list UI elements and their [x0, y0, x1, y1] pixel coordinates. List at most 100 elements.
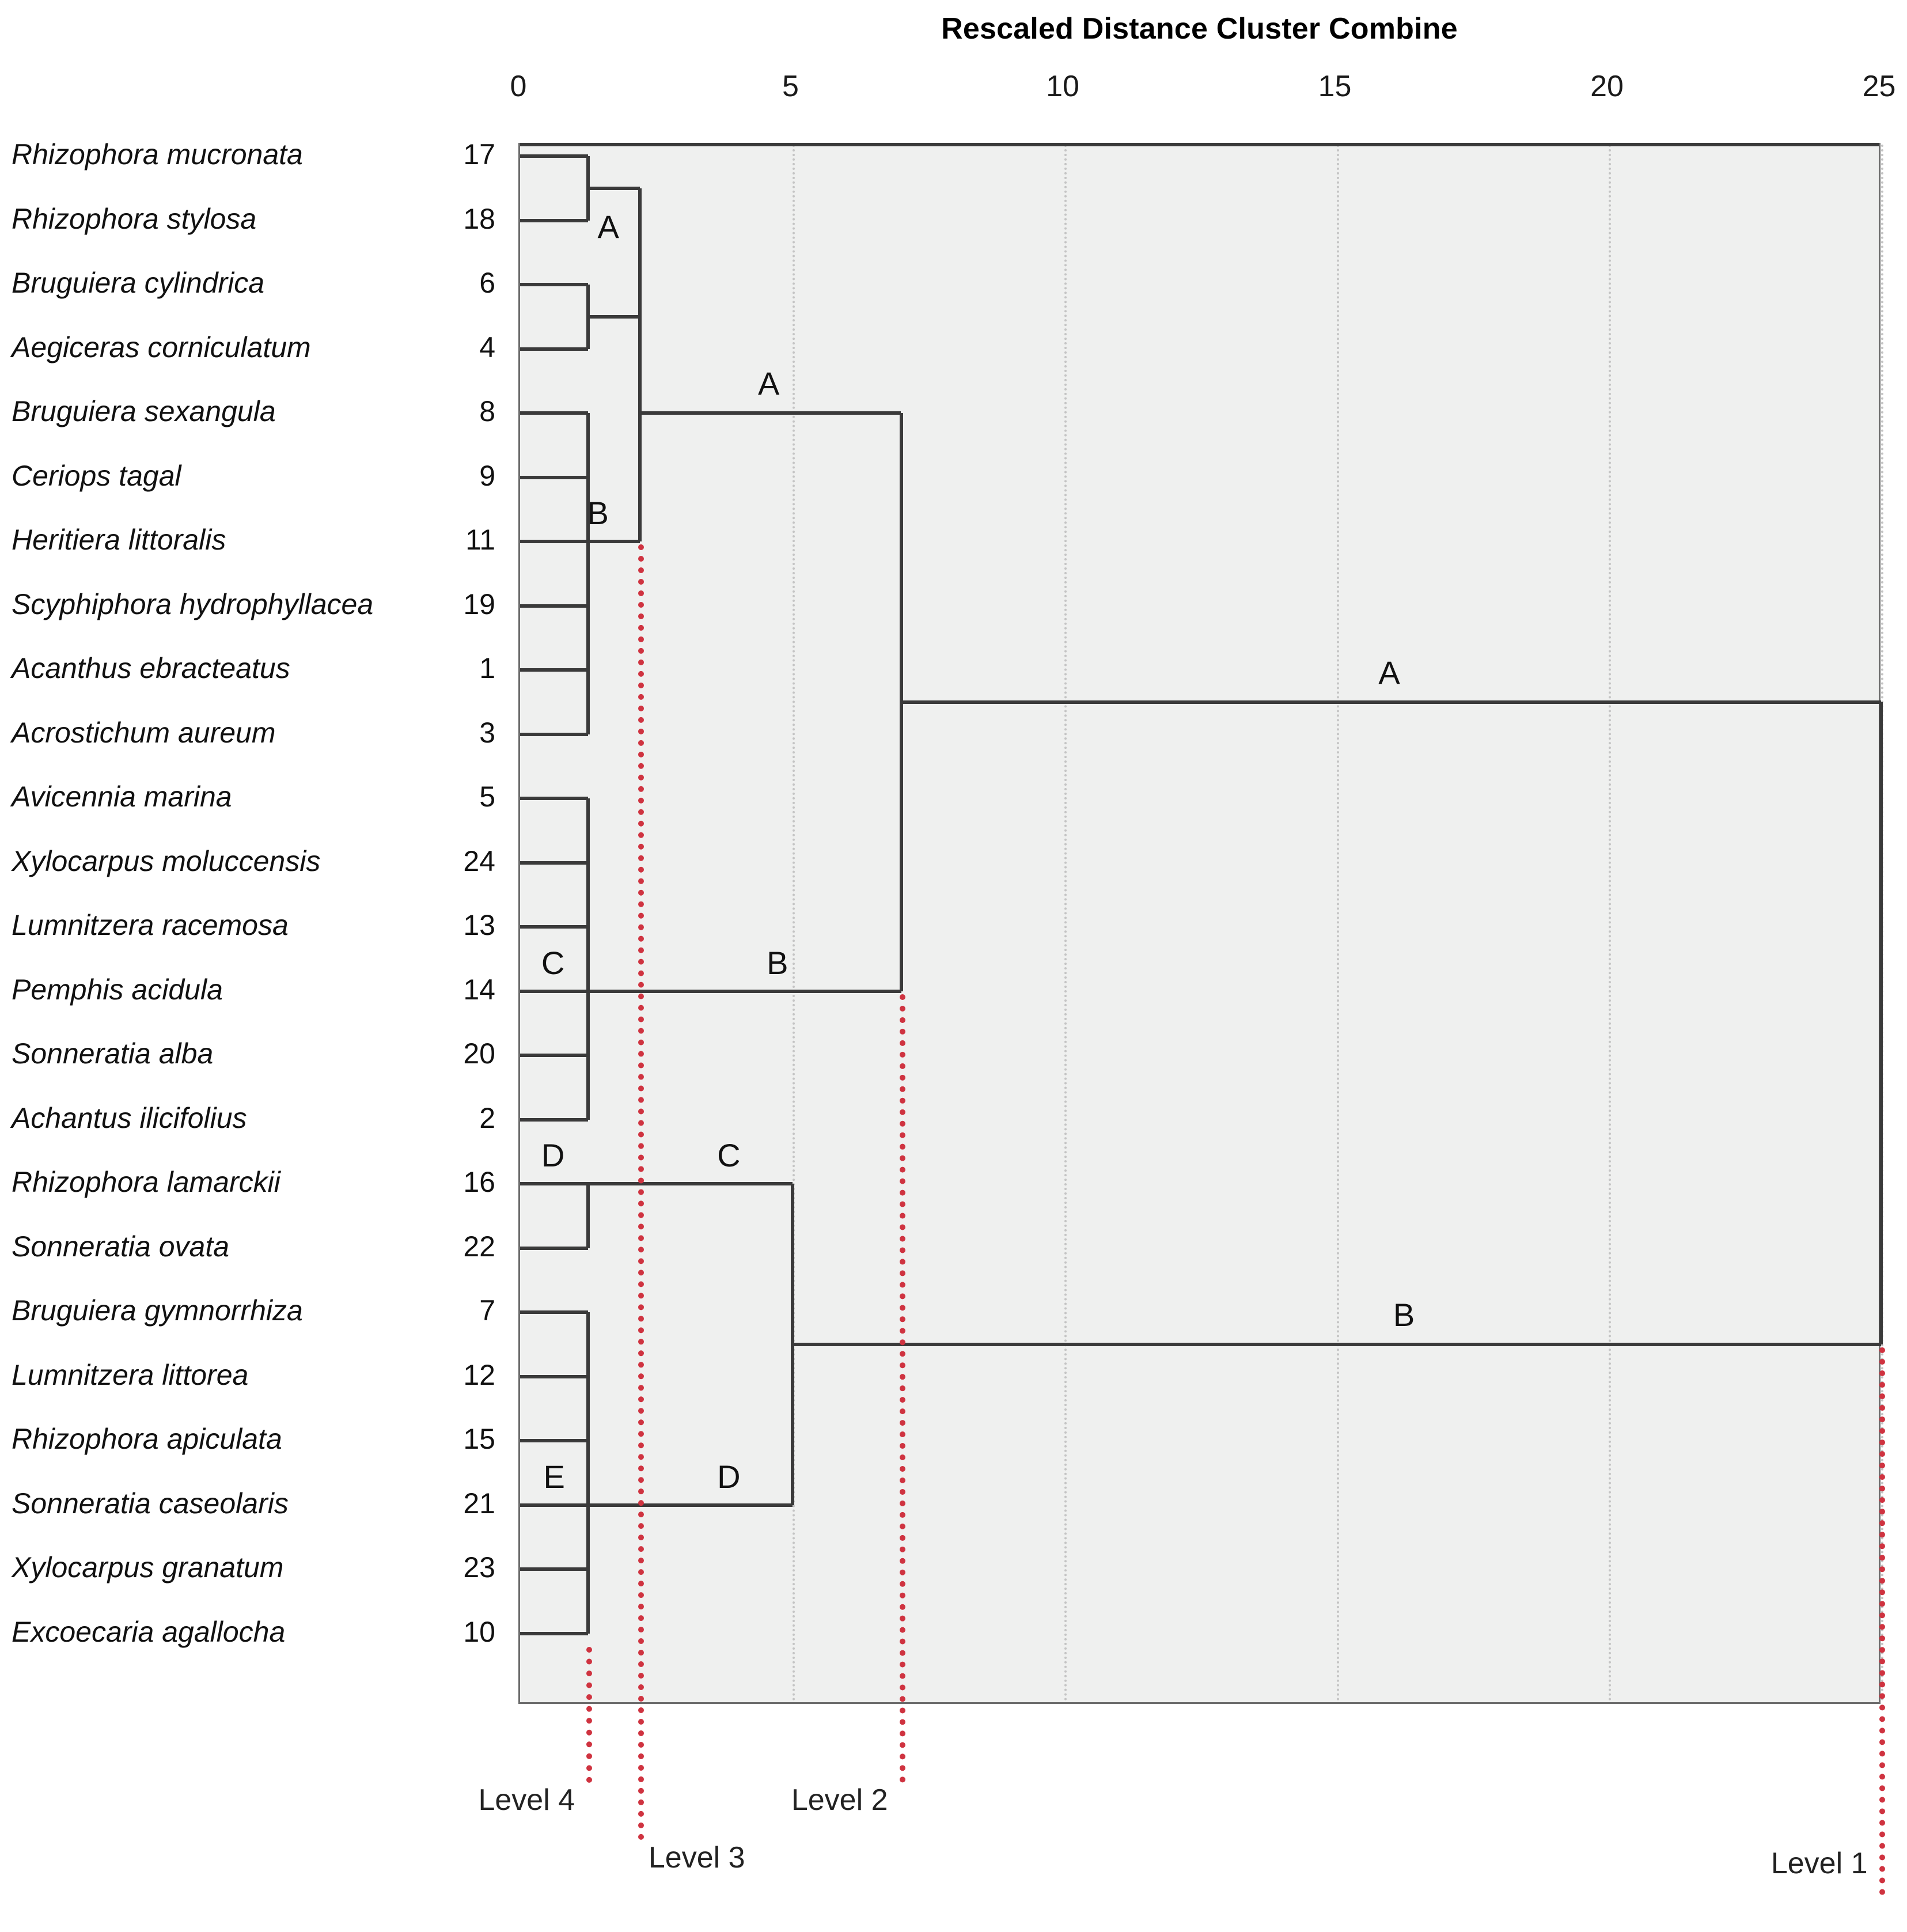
cut-line-label: Level 3 [648, 1841, 745, 1874]
leaf-label: Acrostichum aureum [12, 716, 276, 749]
leaf-label: Bruguiera sexangula [12, 395, 276, 427]
dendrogram-link-vertical [638, 252, 642, 413]
gridline-20 [1609, 145, 1611, 1702]
plot-top-rule [520, 143, 1879, 146]
dendrogram-link-horizontal [588, 315, 640, 319]
dendrogram-link-horizontal [588, 1182, 793, 1185]
dendrogram-link-horizontal [901, 700, 1881, 704]
gridline-15 [1336, 145, 1339, 1702]
dendrogram-link-horizontal [520, 411, 589, 415]
leaf-label: Rhizophora apiculata [12, 1423, 282, 1455]
leaf-label: Bruguiera cylindrica [12, 267, 265, 299]
dendrogram-link-horizontal [588, 186, 640, 190]
dendrogram-link-horizontal [520, 475, 589, 479]
leaf-number: 14 [463, 973, 495, 1006]
cluster-node-label: B [1393, 1296, 1415, 1333]
leaf-number: 8 [479, 395, 495, 427]
leaf-number: 16 [463, 1166, 495, 1198]
leaf-number: 19 [463, 588, 495, 620]
cluster-node-label: C [717, 1137, 741, 1173]
dendrogram-link-horizontal [520, 1246, 589, 1250]
cluster-node-label: A [597, 209, 619, 245]
leaf-number: 1 [479, 652, 495, 684]
leaf-label: Xylocarpus moluccensis [12, 844, 321, 877]
leaf-number: 12 [463, 1358, 495, 1391]
leaf-label: Aegiceras corniculatum [12, 331, 311, 363]
cut-line-level-1 [1879, 1347, 1885, 1895]
dendrogram-link-horizontal [520, 283, 589, 286]
dendrogram-link-vertical [586, 798, 590, 1120]
leaf-number: 22 [463, 1230, 495, 1263]
dendrogram-link-horizontal [520, 604, 589, 608]
dendrogram-link-horizontal [588, 989, 901, 993]
dendrogram-link-horizontal [520, 540, 589, 543]
x-axis-tick-5: 5 [782, 70, 799, 103]
leaf-label: Rhizophora mucronata [12, 138, 303, 171]
cluster-node-label: C [541, 944, 565, 981]
leaf-number: 23 [463, 1551, 495, 1584]
leaf-number: 3 [479, 716, 495, 749]
leaf-number: 20 [463, 1037, 495, 1070]
dendrogram-link-horizontal [520, 1567, 589, 1571]
leaf-number: 11 [465, 524, 495, 556]
x-axis-tick-25: 25 [1862, 70, 1896, 103]
dendrogram-link-horizontal [520, 1117, 589, 1122]
cluster-node-label: B [767, 944, 788, 981]
leaf-label: Heritiera littoralis [12, 524, 226, 556]
leaf-number: 21 [463, 1487, 495, 1520]
dendrogram-link-horizontal [520, 732, 589, 736]
cluster-node-label: A [1378, 654, 1400, 691]
dendrogram-link-horizontal [520, 925, 589, 929]
dendrogram-link-horizontal [520, 1439, 589, 1442]
dendrogram-link-horizontal [588, 1503, 793, 1507]
leaf-label: Xylocarpus granatum [12, 1551, 284, 1584]
x-axis-tick-15: 15 [1318, 70, 1352, 103]
leaf-label: Ceriops tagal [12, 459, 181, 492]
leaf-number: 15 [463, 1423, 495, 1455]
cluster-node-label: E [543, 1458, 565, 1495]
dendrogram-link-horizontal [520, 797, 589, 800]
leaf-number: 4 [479, 331, 495, 363]
cluster-node-label: A [758, 365, 780, 401]
dendrogram-root-link [1879, 702, 1883, 1344]
gridline-10 [1064, 145, 1067, 1702]
leaf-number: 6 [479, 267, 495, 299]
cut-line-level-3 [638, 544, 644, 1840]
leaf-number: 17 [463, 138, 495, 171]
cut-line-level-2 [899, 994, 905, 1783]
x-axis-tick-20: 20 [1590, 70, 1624, 103]
leaf-number: 10 [463, 1615, 495, 1648]
leaf-label: Excoecaria agallocha [12, 1615, 286, 1648]
leaf-number: 5 [479, 781, 495, 813]
leaf-label: Rhizophora lamarckii [12, 1166, 280, 1198]
cluster-node-label: D [717, 1458, 741, 1495]
leaf-label: Achantus ilicifolius [12, 1101, 247, 1134]
dendrogram-link-horizontal [588, 540, 640, 543]
leaf-label: Lumnitzera racemosa [12, 909, 289, 941]
plot-area [518, 143, 1883, 1704]
dendrogram-link-horizontal [520, 861, 589, 865]
dendrogram-link-horizontal [520, 1054, 589, 1057]
dendrogram-link-vertical [586, 1184, 590, 1248]
leaf-label: Bruguiera gymnorrhiza [12, 1294, 303, 1327]
leaf-label: Sonneratia caseolaris [12, 1487, 289, 1520]
cut-line-label: Level 1 [1770, 1847, 1868, 1880]
leaf-label: Acanthus ebracteatus [12, 652, 290, 684]
leaf-label: Sonneratia ovata [12, 1230, 230, 1263]
leaf-number: 2 [479, 1101, 495, 1134]
dendrogram-link-horizontal [520, 347, 589, 351]
dendrogram-link-horizontal [792, 1342, 1881, 1346]
x-axis-tick-0: 0 [510, 70, 527, 103]
dendrogram-link-horizontal [520, 1310, 589, 1314]
dendrogram-link-horizontal [520, 1374, 589, 1378]
leaf-number: 13 [463, 909, 495, 941]
dendrogram-link-horizontal [520, 154, 589, 158]
leaf-number: 24 [463, 844, 495, 877]
dendrogram-link-vertical [586, 1312, 590, 1634]
leaf-number: 7 [479, 1294, 495, 1327]
cut-line-label: Level 4 [478, 1783, 575, 1817]
dendrogram-link-horizontal [520, 989, 589, 993]
leaf-label: Sonneratia alba [12, 1037, 214, 1070]
dendrogram-link-horizontal [520, 1631, 589, 1635]
